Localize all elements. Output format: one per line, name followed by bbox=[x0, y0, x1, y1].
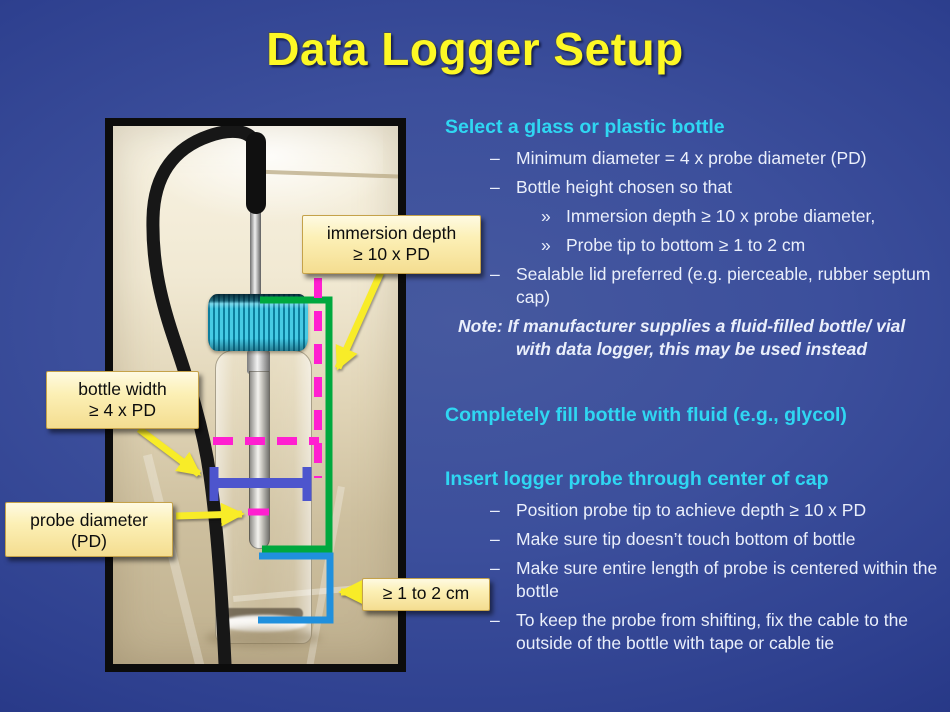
bullet-marker: – bbox=[490, 148, 500, 168]
probe bbox=[249, 371, 270, 549]
measurement-lines bbox=[209, 278, 334, 624]
bullet-marker: » bbox=[541, 206, 551, 226]
callout-immersion-depth: immersion depth ≥ 10 x PD bbox=[302, 215, 481, 274]
bullet-text: Bottle height chosen so that bbox=[516, 177, 732, 197]
bottle-base bbox=[223, 608, 303, 619]
callout-line: ≥ 4 x PD bbox=[89, 400, 156, 420]
bullet-text: Probe tip to bottom ≥ 1 to 2 cm bbox=[566, 235, 806, 255]
callout-line: immersion depth bbox=[326, 223, 457, 243]
bullet-item: –Minimum diameter = 4 x probe diameter (… bbox=[445, 147, 945, 170]
bullet-marker: – bbox=[490, 264, 500, 284]
tip-to-bottom-line bbox=[258, 552, 334, 624]
callout-probe-diameter: probe diameter (PD) bbox=[5, 502, 173, 557]
bullet-text: To keep the probe from shifting, fix the… bbox=[516, 610, 909, 653]
bullet-marker: – bbox=[490, 177, 500, 197]
bullet-marker: » bbox=[541, 235, 551, 255]
bullet-item: –Position probe tip to achieve depth ≥ 1… bbox=[445, 499, 945, 522]
section-heading: Insert logger probe through center of ca… bbox=[445, 468, 829, 490]
bullet-marker: – bbox=[490, 610, 500, 630]
bullet-marker: – bbox=[490, 529, 500, 549]
bullet-text: Minimum diameter = 4 x probe diameter (P… bbox=[516, 148, 867, 168]
photo-frame bbox=[105, 118, 406, 672]
note-text: Note: If manufacturer supplies a fluid-f… bbox=[458, 316, 906, 359]
callout-bottle-width: bottle width ≥ 4 x PD bbox=[46, 371, 199, 429]
immersion-depth-line bbox=[260, 296, 333, 553]
bullet-item: –Make sure tip doesn’t touch bottom of b… bbox=[445, 528, 945, 551]
section-heading: Completely fill bottle with fluid (e.g.,… bbox=[445, 404, 847, 426]
bullet-item: –Bottle height chosen so that bbox=[445, 176, 945, 199]
bullet-item: –Sealable lid preferred (e.g. pierceable… bbox=[445, 263, 945, 309]
callout-line: bottle width bbox=[78, 379, 167, 399]
callout-line: ≥ 1 to 2 cm bbox=[382, 583, 470, 603]
bottle-shadow bbox=[205, 628, 321, 648]
probe-ferrule bbox=[247, 350, 270, 374]
callout-tip-gap: ≥ 1 to 2 cm bbox=[362, 578, 490, 611]
bullet-text: Position probe tip to achieve depth ≥ 10… bbox=[516, 500, 867, 520]
right-column: Select a glass or plastic bottle–Minimum… bbox=[445, 115, 945, 661]
bullet-text: Immersion depth ≥ 10 x probe diameter, bbox=[566, 206, 876, 226]
callout-line: ≥ 10 x PD bbox=[353, 244, 430, 264]
section-heading: Select a glass or plastic bottle bbox=[445, 116, 725, 138]
bullet-item: –To keep the probe from shifting, fix th… bbox=[445, 609, 945, 655]
probe-stem bbox=[250, 188, 261, 300]
callout-line: (PD) bbox=[71, 531, 107, 551]
bullet-text: Make sure tip doesn’t touch bottom of bo… bbox=[516, 529, 856, 549]
bullet-marker: – bbox=[490, 558, 500, 578]
callout-line: probe diameter bbox=[30, 510, 148, 530]
slide-title: Data Logger Setup bbox=[266, 23, 684, 75]
bullet-marker: – bbox=[490, 500, 500, 520]
bullet-item: –Make sure entire length of probe is cen… bbox=[445, 557, 945, 603]
bullet-item: » Immersion depth ≥ 10 x probe diameter, bbox=[445, 205, 945, 228]
bullet-text: Sealable lid preferred (e.g. pierceable,… bbox=[516, 264, 931, 307]
bullet-item: » Probe tip to bottom ≥ 1 to 2 cm bbox=[445, 234, 945, 257]
bullet-text: Make sure entire length of probe is cent… bbox=[516, 558, 938, 601]
